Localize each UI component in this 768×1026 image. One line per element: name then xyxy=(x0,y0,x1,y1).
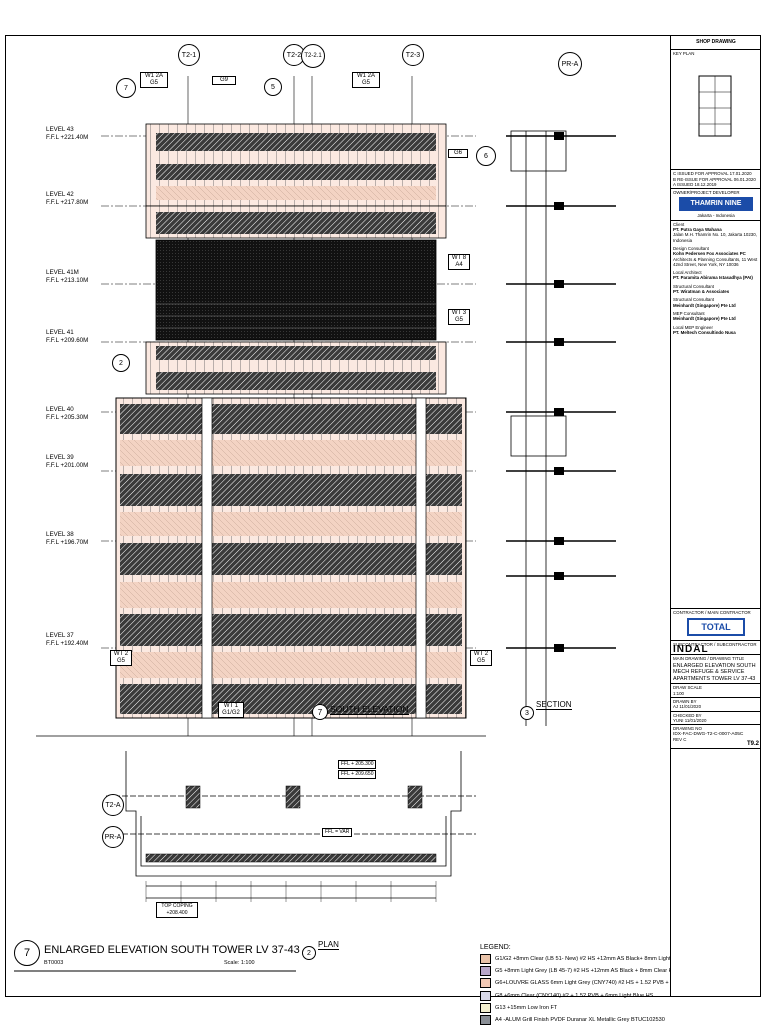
revision-row: A ISSUED 18.12.2019 xyxy=(673,181,717,187)
type-tag: WT 1 G1/G2 xyxy=(218,702,244,718)
view-title-south-elevation: SOUTH ELEVATION xyxy=(330,704,409,715)
legend: LEGEND: G1/G2 +8mm Clear (LB 51- New) #2… xyxy=(480,944,670,1026)
subcontractor-block: SUBCONTRACTOR / SUBCONTRACTOR INDAL xyxy=(671,641,761,655)
contractor-logo: TOTAL xyxy=(687,618,745,637)
title-block-heading: SHOP DRAWING xyxy=(671,36,761,51)
level-note: TOP COPING +208.400 xyxy=(156,902,198,918)
section-marker-2: 2 xyxy=(112,354,130,372)
contractor-block: CONTRACTOR / MAIN CONTRACTOR TOTAL xyxy=(671,609,761,642)
south-elevation-drawing xyxy=(14,76,616,972)
main-title-scale: Scale: 1:100 xyxy=(224,960,255,966)
owner-block: OWNER/PROJECT DEVELOPER THAMRIN NINE Jak… xyxy=(671,189,761,221)
type-tag: W1 2A G5 xyxy=(352,72,380,88)
grid-bubble-t2-a: T2-A xyxy=(102,794,124,816)
legend-swatch xyxy=(480,1002,491,1013)
drawing-sheet: T2-1 T2-2 T2-2.1 T2-3 PR-A T2-A PR-A 7 5… xyxy=(5,35,761,1026)
main-title: ENLARGED ELEVATION SOUTH TOWER LV 37-43 xyxy=(44,944,300,956)
grid-bubble-t2-1: T2-1 xyxy=(178,44,200,66)
legend-item: G6+LOUVRE GLASS 6mm Light Grey (CNY740) … xyxy=(480,977,670,989)
legend-item: A4 -ALUM Grill Finish PVDF Duranar XL Me… xyxy=(480,1014,670,1026)
legend-item: G8 +6mm Clear (CNY140) #2 + 1.52 PVB + 6… xyxy=(480,990,670,1002)
revision-row: B RE-ISSUE FOR APPROVAL 06.01.2020 xyxy=(673,176,756,182)
level-note: FFL + 205.300 xyxy=(338,760,377,769)
subcontractor-logo: INDAL xyxy=(673,644,709,656)
drawing-number-block: DRAWING NO IDX-FAC-DWG-T2-C-0007-A05C RE… xyxy=(671,725,761,750)
drawing-title-block: MAIN DRAWING / DRAWING TITLE ENLARGED EL… xyxy=(671,655,761,685)
level-note: FFL = VAR xyxy=(322,828,353,837)
section-marker-6: 6 xyxy=(476,146,496,166)
grid-bubble-pr-a-plan: PR-A xyxy=(102,826,124,848)
legend-swatch xyxy=(480,990,491,1001)
legend-item: G13 +15mm Low Iron FT xyxy=(480,1002,670,1014)
type-tag: WT 8 A4 xyxy=(448,254,470,270)
key-plan: KEY PLAN xyxy=(671,50,761,171)
grid-bubble-t2-2-1: T2-2.1 xyxy=(301,44,325,68)
revision-table: C ISSUED FOR APPROVAL 17.01.2020 B RE-IS… xyxy=(671,170,761,190)
legend-swatch xyxy=(480,954,491,965)
type-tag: WT 2 G5 xyxy=(110,650,132,666)
drawing-area: T2-1 T2-2 T2-2.1 T2-3 PR-A T2-A PR-A 7 5… xyxy=(6,36,670,1026)
scale-block: DRAW SCALE 1:100 xyxy=(671,684,761,699)
type-tag: G9 xyxy=(212,76,236,85)
checked-by-block: CHECKED BY YUNI 11/01/2020 xyxy=(671,712,761,726)
type-tag: W1 2A G5 xyxy=(140,72,168,88)
grid-bubble-pr-a: PR-A xyxy=(558,52,582,76)
type-tag: G6 xyxy=(448,149,468,158)
view-title-section: SECTION xyxy=(536,700,572,710)
legend-swatch xyxy=(480,978,491,989)
main-title-sub: BT0003 xyxy=(44,960,64,966)
view-number-plan: 2 xyxy=(302,946,316,960)
revision-row: C ISSUED FOR APPROVAL 17.01.2020 xyxy=(673,171,752,177)
type-tag: WT 2 G5 xyxy=(470,650,492,666)
legend-title: LEGEND: xyxy=(480,944,511,951)
drawn-by-block: DRAWN BY AJ 11/01/2020 xyxy=(671,698,761,712)
legend-item: G1/G2 +8mm Clear (LB 51- New) #2 HS +12m… xyxy=(480,953,670,965)
level-note: FFL + 209.650 xyxy=(338,770,377,779)
title-block: SHOP DRAWING KEY PLAN C ISSUED FOR APPRO… xyxy=(670,36,761,996)
view-number-section: 3 xyxy=(520,706,534,720)
project-logo: THAMRIN NINE xyxy=(679,197,753,212)
legend-swatch xyxy=(480,966,491,977)
section-marker-7: 7 xyxy=(116,78,136,98)
main-title-number: 7 xyxy=(14,940,40,966)
section-marker-5: 5 xyxy=(264,78,282,96)
key-plan-diagram xyxy=(698,75,732,137)
grid-bubble-t2-3: T2-3 xyxy=(402,44,424,66)
consultants-block: Client PT. Putra Gaya Wahana Jalan M.H. … xyxy=(671,221,761,609)
type-tag: WT 3 G5 xyxy=(448,309,470,325)
view-number-south-elevation: 7 xyxy=(312,704,328,720)
view-title-plan: PLAN xyxy=(318,940,339,950)
legend-item: G5 +8mm Light Grey (LB 45-7) #2 HS +12mm… xyxy=(480,965,670,977)
